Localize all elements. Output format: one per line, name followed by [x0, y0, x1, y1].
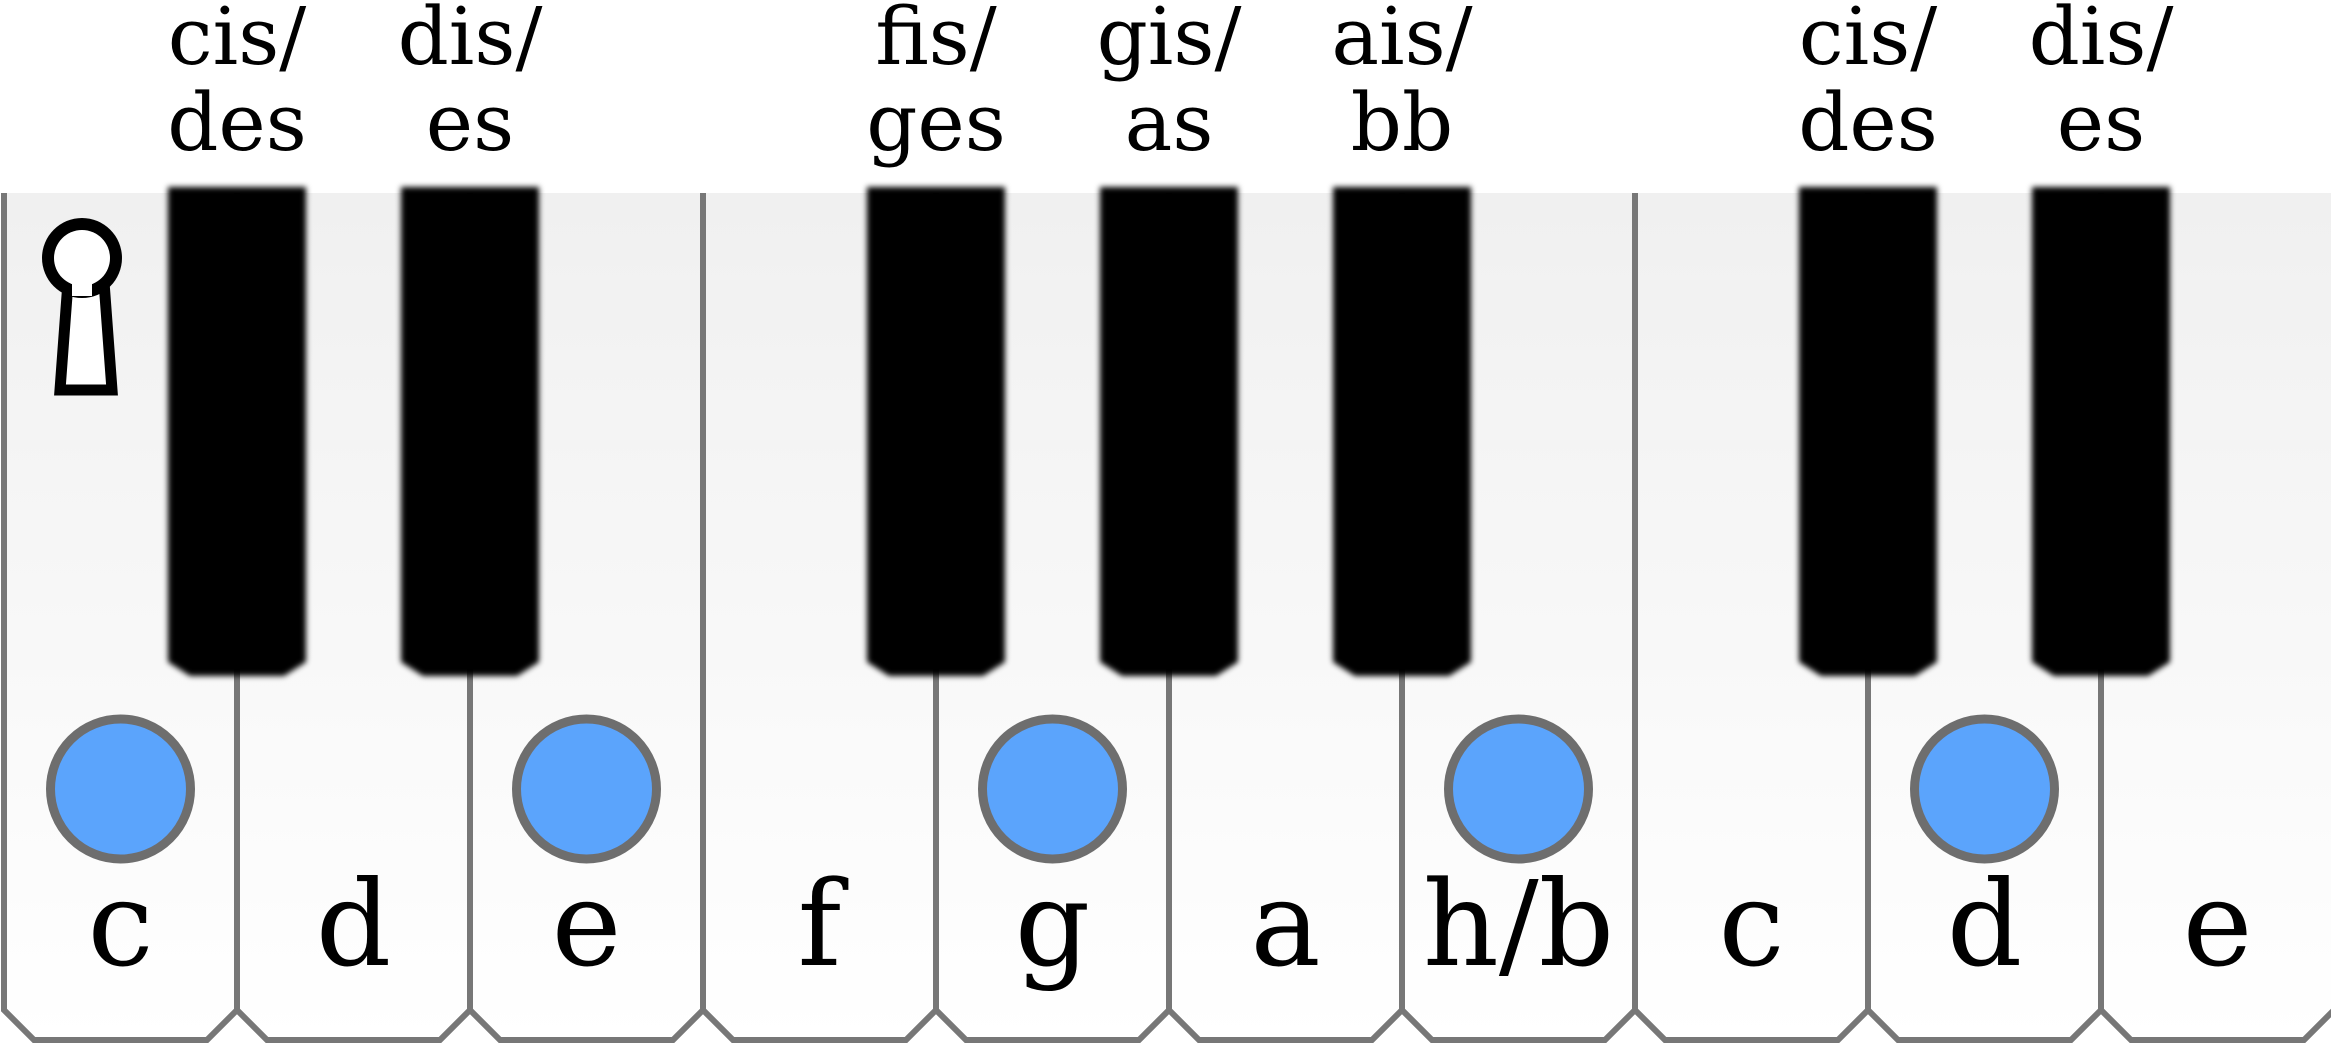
white-key-label: d — [1947, 855, 2023, 993]
start-marker — [42, 218, 122, 396]
black-key-label-flat: es — [426, 76, 514, 169]
black-key-body — [168, 187, 306, 676]
black-key[interactable] — [1333, 187, 1471, 676]
black-key-label-flat: ges — [866, 76, 1006, 169]
keyhole-icon — [42, 218, 122, 396]
white-key-label: c — [1718, 855, 1784, 993]
black-key-label-sharp: ais/ — [1331, 0, 1472, 83]
black-key-label-sharp: gis/ — [1097, 0, 1242, 83]
black-key-label-sharp: fis/ — [875, 0, 996, 83]
white-key-label: h/b — [1423, 855, 1614, 993]
black-key-label-flat: bb — [1351, 76, 1453, 169]
white-key-label: g — [1015, 855, 1091, 993]
black-key-label-flat: des — [1798, 76, 1938, 169]
black-key-label-flat: as — [1125, 76, 1214, 169]
black-key-body — [1100, 187, 1238, 676]
black-key-label-sharp: dis/ — [2029, 0, 2174, 83]
scale-note-marker — [46, 714, 195, 864]
black-key-labels: cis/des dis/es fis/ges gis/as ais/bb cis/des d… — [167, 0, 2173, 169]
black-key[interactable] — [1100, 187, 1238, 676]
black-key-label-sharp: cis/ — [1799, 0, 1937, 83]
black-key[interactable] — [168, 187, 306, 676]
black-key-body — [1333, 187, 1471, 676]
black-key-body — [2032, 187, 2170, 676]
black-key-body — [1799, 187, 1937, 676]
scale-note-marker — [512, 714, 661, 864]
black-key[interactable] — [867, 187, 1005, 676]
black-key-body — [867, 187, 1005, 676]
black-key[interactable] — [401, 187, 539, 676]
scale-note-marker — [978, 714, 1127, 864]
white-key-label: c — [87, 855, 153, 993]
black-keys — [168, 187, 2170, 676]
scale-note-marker — [1444, 714, 1593, 864]
white-key-label: a — [1250, 855, 1320, 993]
black-key-label-flat: es — [2057, 76, 2145, 169]
white-key-label: e — [552, 855, 622, 993]
black-key[interactable] — [1799, 187, 1937, 676]
black-key[interactable] — [2032, 187, 2170, 676]
black-key-label-flat: des — [167, 76, 307, 169]
black-key-label-sharp: dis/ — [398, 0, 543, 83]
white-key-label: f — [798, 855, 849, 993]
white-key-label: e — [2183, 855, 2253, 993]
scale-note-marker — [1910, 714, 2059, 864]
white-key-label: d — [316, 855, 392, 993]
black-key-body — [401, 187, 539, 676]
black-key-label-sharp: cis/ — [168, 0, 306, 83]
